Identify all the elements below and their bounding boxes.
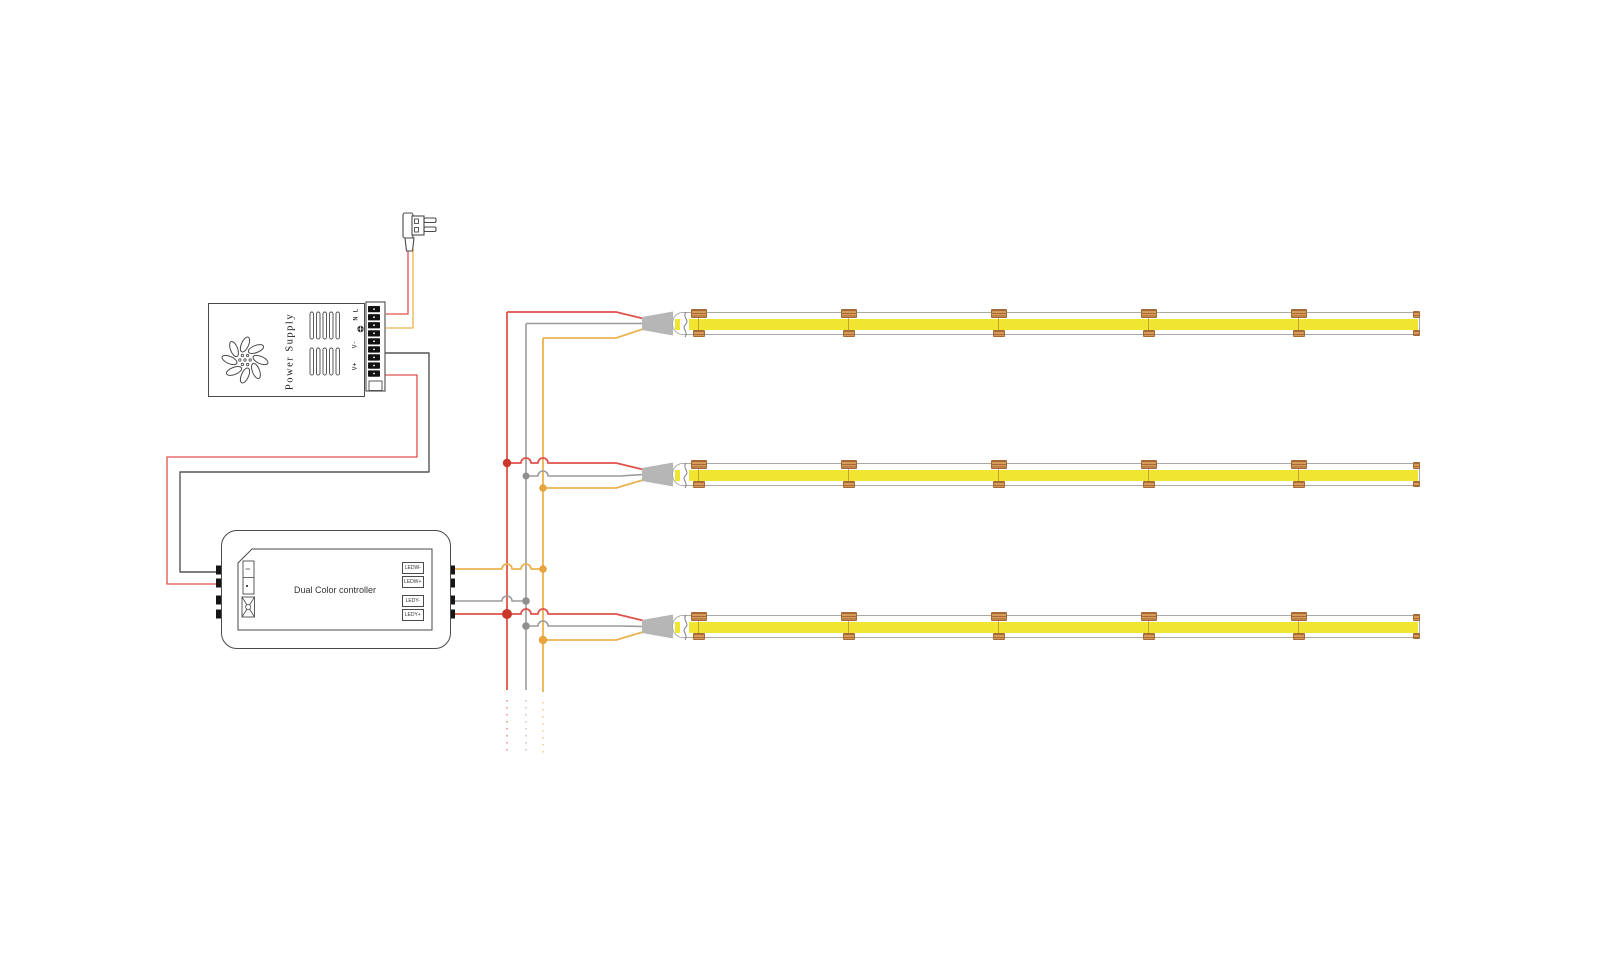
psu-vent-slot	[316, 311, 321, 340]
controller-terminal-stub	[216, 609, 222, 619]
psu-vent-slot	[335, 311, 340, 340]
wire-yellow-controller	[451, 563, 543, 570]
led-output-terminal: LEDW-	[402, 561, 424, 574]
fan-blade	[221, 354, 238, 366]
wire-red-strip1	[507, 311, 644, 320]
controller-terminal-stub	[216, 595, 222, 605]
ac-plug-icon	[402, 212, 437, 252]
psu-vent-slot	[329, 311, 334, 340]
fan-blade	[229, 340, 239, 358]
fan-blade	[239, 336, 251, 353]
controller-terminal-stub	[449, 565, 455, 575]
strip-connector-icon	[642, 614, 673, 639]
strip-connector-icon	[642, 311, 673, 336]
psu-vent-slot	[309, 347, 314, 376]
fan-blade	[252, 354, 269, 366]
junction-dot-red	[502, 458, 512, 468]
psu-vent-slot	[322, 311, 327, 340]
wire-v-plus	[166, 374, 418, 585]
psu-vents	[309, 311, 340, 376]
wire-ac-live	[386, 249, 409, 315]
psu-terminal-block	[357, 301, 386, 392]
psu-vent-slot	[329, 347, 334, 376]
ground-icon	[357, 325, 364, 333]
controller-terminal-stub	[216, 565, 222, 575]
junction-dot-yellow	[539, 484, 547, 492]
controller-antenna-block	[242, 560, 255, 595]
terminal-label-n: N	[351, 316, 360, 321]
junction-dot-gray	[522, 622, 530, 630]
junction-dot-yellow	[539, 565, 547, 573]
wire-yellow-strip1	[543, 328, 644, 339]
controller-internals	[237, 548, 433, 631]
strip-connector-icon	[642, 462, 673, 487]
fan-icon	[221, 336, 269, 384]
psu-vent-slot	[316, 347, 321, 376]
psu-vent-slot	[322, 347, 327, 376]
fan-blade	[225, 366, 243, 376]
led-output-terminal: LEDW+	[402, 575, 424, 588]
fan-blade	[251, 362, 261, 380]
controller-terminal-stub	[449, 609, 455, 619]
led-output-terminal: LEDY-	[402, 594, 424, 607]
wire-yellow-strip2	[543, 479, 644, 489]
terminal-label-v-plus: V+	[350, 362, 359, 371]
fan-blade	[239, 367, 251, 384]
wire-gray-strip2	[526, 470, 644, 477]
psu-vent-slot	[335, 347, 340, 376]
wire-red-strip2	[507, 457, 644, 471]
junction-dot-red	[502, 609, 512, 619]
fan-blade	[247, 344, 265, 354]
controller-terminal-stub	[216, 578, 222, 588]
junction-dot-gray	[522, 472, 530, 480]
controller-terminal-stub	[449, 578, 455, 588]
wire-gray-strip3	[526, 620, 644, 628]
led-output-terminal: LEDY+	[402, 608, 424, 621]
junction-dot-gray	[522, 597, 530, 605]
wire-v-minus	[179, 352, 430, 573]
wire-yellow-strip3	[543, 631, 644, 641]
terminal-label-v-minus: V-	[350, 340, 359, 349]
controller-label: Dual Color controller	[293, 585, 377, 595]
wire-red-strip3	[451, 608, 644, 622]
junction-dot-yellow	[538, 635, 548, 645]
controller-chip-block	[241, 596, 255, 618]
wire-ac-neutral	[386, 249, 414, 329]
wire-gray-controller	[451, 595, 526, 602]
controller-terminal-stub	[449, 595, 455, 605]
psu-vent-slot	[309, 311, 314, 340]
